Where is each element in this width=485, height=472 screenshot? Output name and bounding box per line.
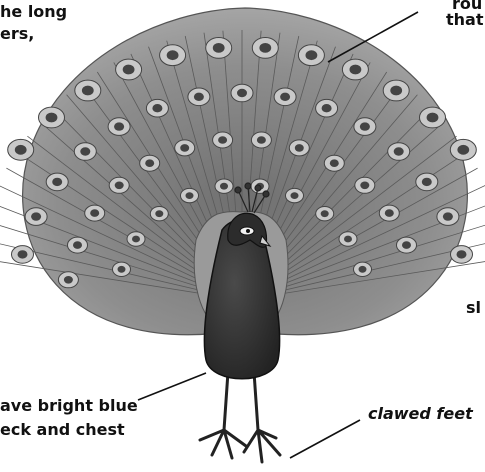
eyespot-icon bbox=[450, 139, 476, 160]
eyespot-icon bbox=[397, 237, 417, 253]
eyespot-icon bbox=[116, 59, 142, 80]
leader-line-bottom-left bbox=[138, 373, 206, 400]
eyespot-icon bbox=[316, 207, 334, 221]
eyespot-icon bbox=[251, 132, 271, 148]
label-bottom-left-line2: eck and chest bbox=[0, 420, 125, 439]
eyespot-icon bbox=[12, 246, 34, 264]
eyespot-icon bbox=[379, 205, 399, 221]
eyespot-icon bbox=[74, 143, 96, 161]
eyespot-icon bbox=[146, 99, 168, 117]
eyespot-icon bbox=[355, 177, 375, 193]
label-top-left-line1: he long bbox=[0, 2, 67, 21]
eyespot-icon bbox=[109, 177, 129, 193]
eyespot-icon bbox=[85, 205, 105, 221]
eyespot-icon bbox=[175, 140, 195, 156]
eyespot-icon bbox=[383, 80, 409, 101]
eyespot-icon bbox=[75, 80, 101, 101]
eyespot-icon bbox=[206, 38, 232, 59]
eyespot-icon bbox=[354, 118, 376, 136]
eyespot-icon bbox=[339, 232, 357, 246]
eyespot-icon bbox=[213, 132, 233, 148]
eyespot-icon bbox=[289, 140, 309, 156]
eyespot-icon bbox=[8, 139, 34, 160]
eyespot-icon bbox=[181, 188, 199, 202]
eyespot-icon bbox=[298, 45, 324, 66]
label-top-right-line2: that bbox=[446, 10, 483, 29]
eyespot-icon bbox=[231, 84, 253, 102]
eyespot-icon bbox=[252, 38, 278, 59]
eyespot-icon bbox=[150, 207, 168, 221]
eyespot-icon bbox=[437, 208, 459, 226]
eyespot-icon bbox=[25, 208, 47, 226]
eyespot-icon bbox=[274, 88, 296, 106]
eyespot-icon bbox=[316, 99, 338, 117]
eyespot-icon bbox=[68, 237, 88, 253]
eyespot-icon bbox=[388, 143, 410, 161]
eyespot-icon bbox=[342, 59, 368, 80]
eyespot-icon bbox=[354, 262, 372, 276]
leader-line-bottom-right bbox=[290, 420, 360, 458]
eyespot-icon bbox=[140, 155, 160, 171]
eyespot-icon bbox=[46, 173, 68, 191]
eyespot-icon bbox=[215, 179, 233, 193]
eyespot-icon bbox=[451, 246, 473, 264]
eyespot-icon bbox=[324, 155, 344, 171]
eyespot-icon bbox=[416, 173, 438, 191]
label-bottom-right: clawed feet bbox=[368, 404, 473, 423]
label-top-left-line2: ers, bbox=[0, 24, 34, 43]
eyespot-icon bbox=[160, 45, 186, 66]
eyespot-icon bbox=[108, 118, 130, 136]
eyespot-icon bbox=[113, 262, 131, 276]
clawed-feet bbox=[200, 372, 280, 462]
label-right-mid: sl bbox=[466, 298, 481, 317]
label-bottom-left-line1: ave bright blue bbox=[0, 396, 138, 415]
eyespot-icon bbox=[286, 188, 304, 202]
eyespot-icon bbox=[58, 272, 78, 288]
eyespot-icon bbox=[39, 107, 65, 128]
eyespot-icon bbox=[127, 232, 145, 246]
eyespot-icon bbox=[420, 107, 446, 128]
eyespot-icon bbox=[188, 88, 210, 106]
